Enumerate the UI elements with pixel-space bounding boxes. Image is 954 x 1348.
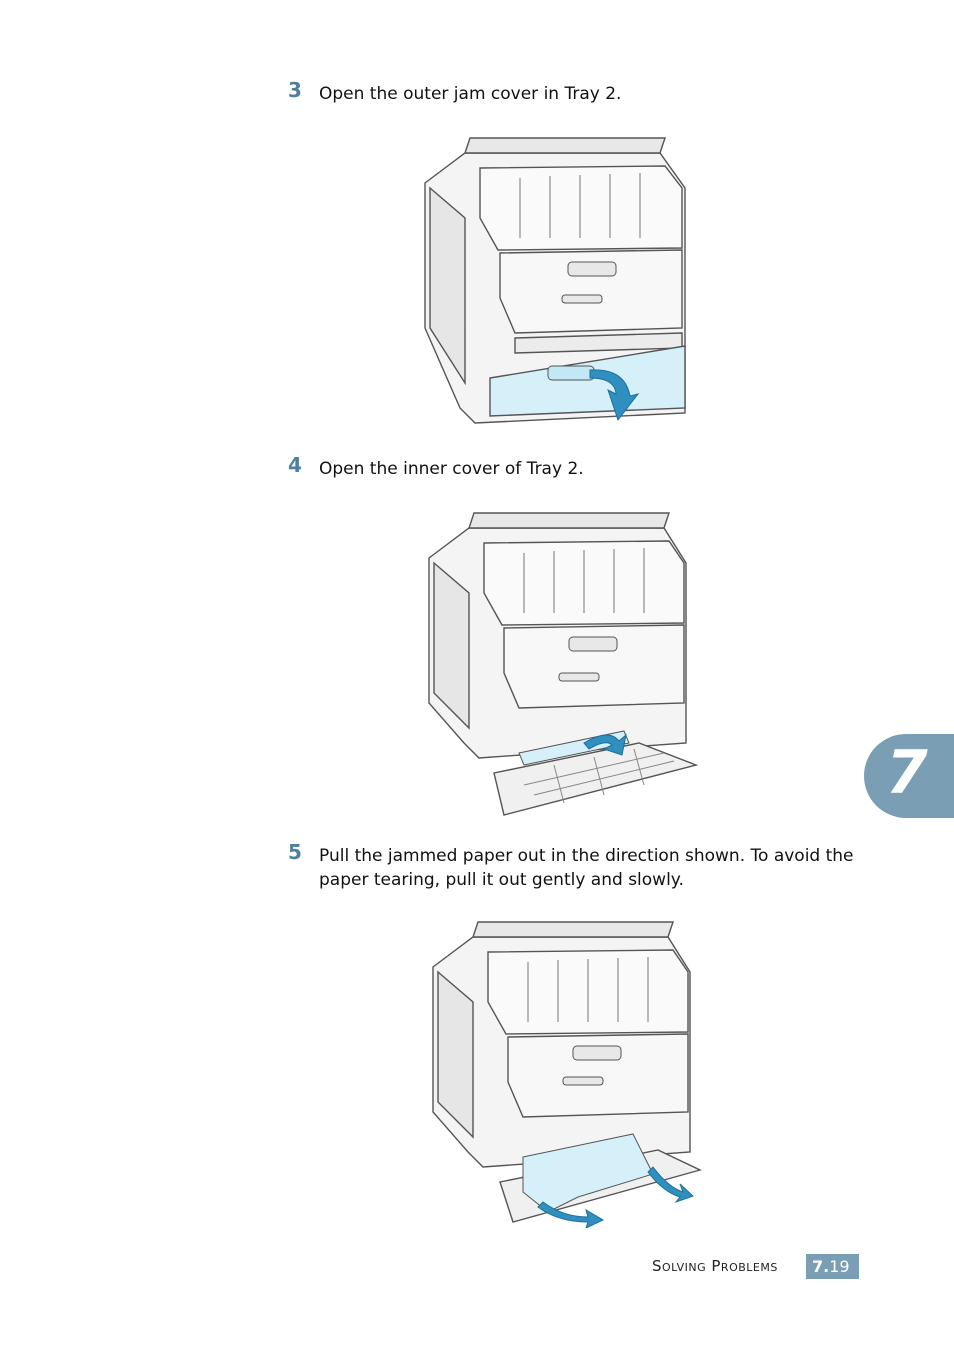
section-title: Solving Problems bbox=[652, 1257, 778, 1275]
step-number: 4 bbox=[288, 453, 302, 477]
step-text: Open the outer jam cover in Tray 2. bbox=[319, 84, 622, 104]
step-3: 3 Open the outer jam cover in Tray 2. bbox=[288, 78, 858, 106]
printer-illustration-pull-jammed-paper bbox=[432, 921, 702, 1228]
page-number: 19 bbox=[829, 1257, 850, 1276]
printer-illustration-open-inner-cover bbox=[428, 512, 698, 816]
page-number-badge: 7.19 bbox=[806, 1254, 859, 1279]
step-number: 3 bbox=[288, 78, 302, 102]
printer-illustration-open-outer-jam-cover bbox=[424, 137, 686, 424]
step-number: 5 bbox=[288, 840, 302, 864]
chapter-number: 7 bbox=[886, 738, 928, 808]
step-text: Open the inner cover of Tray 2. bbox=[319, 459, 584, 479]
step-text: Pull the jammed paper out in the directi… bbox=[319, 846, 854, 890]
step-5: 5 Pull the jammed paper out in the direc… bbox=[288, 840, 858, 892]
page-chapter: 7. bbox=[812, 1257, 830, 1276]
chapter-tab: 7 bbox=[864, 734, 954, 818]
footer-section-title: Solving Problems bbox=[652, 1257, 778, 1275]
step-4: 4 Open the inner cover of Tray 2. bbox=[288, 453, 858, 481]
